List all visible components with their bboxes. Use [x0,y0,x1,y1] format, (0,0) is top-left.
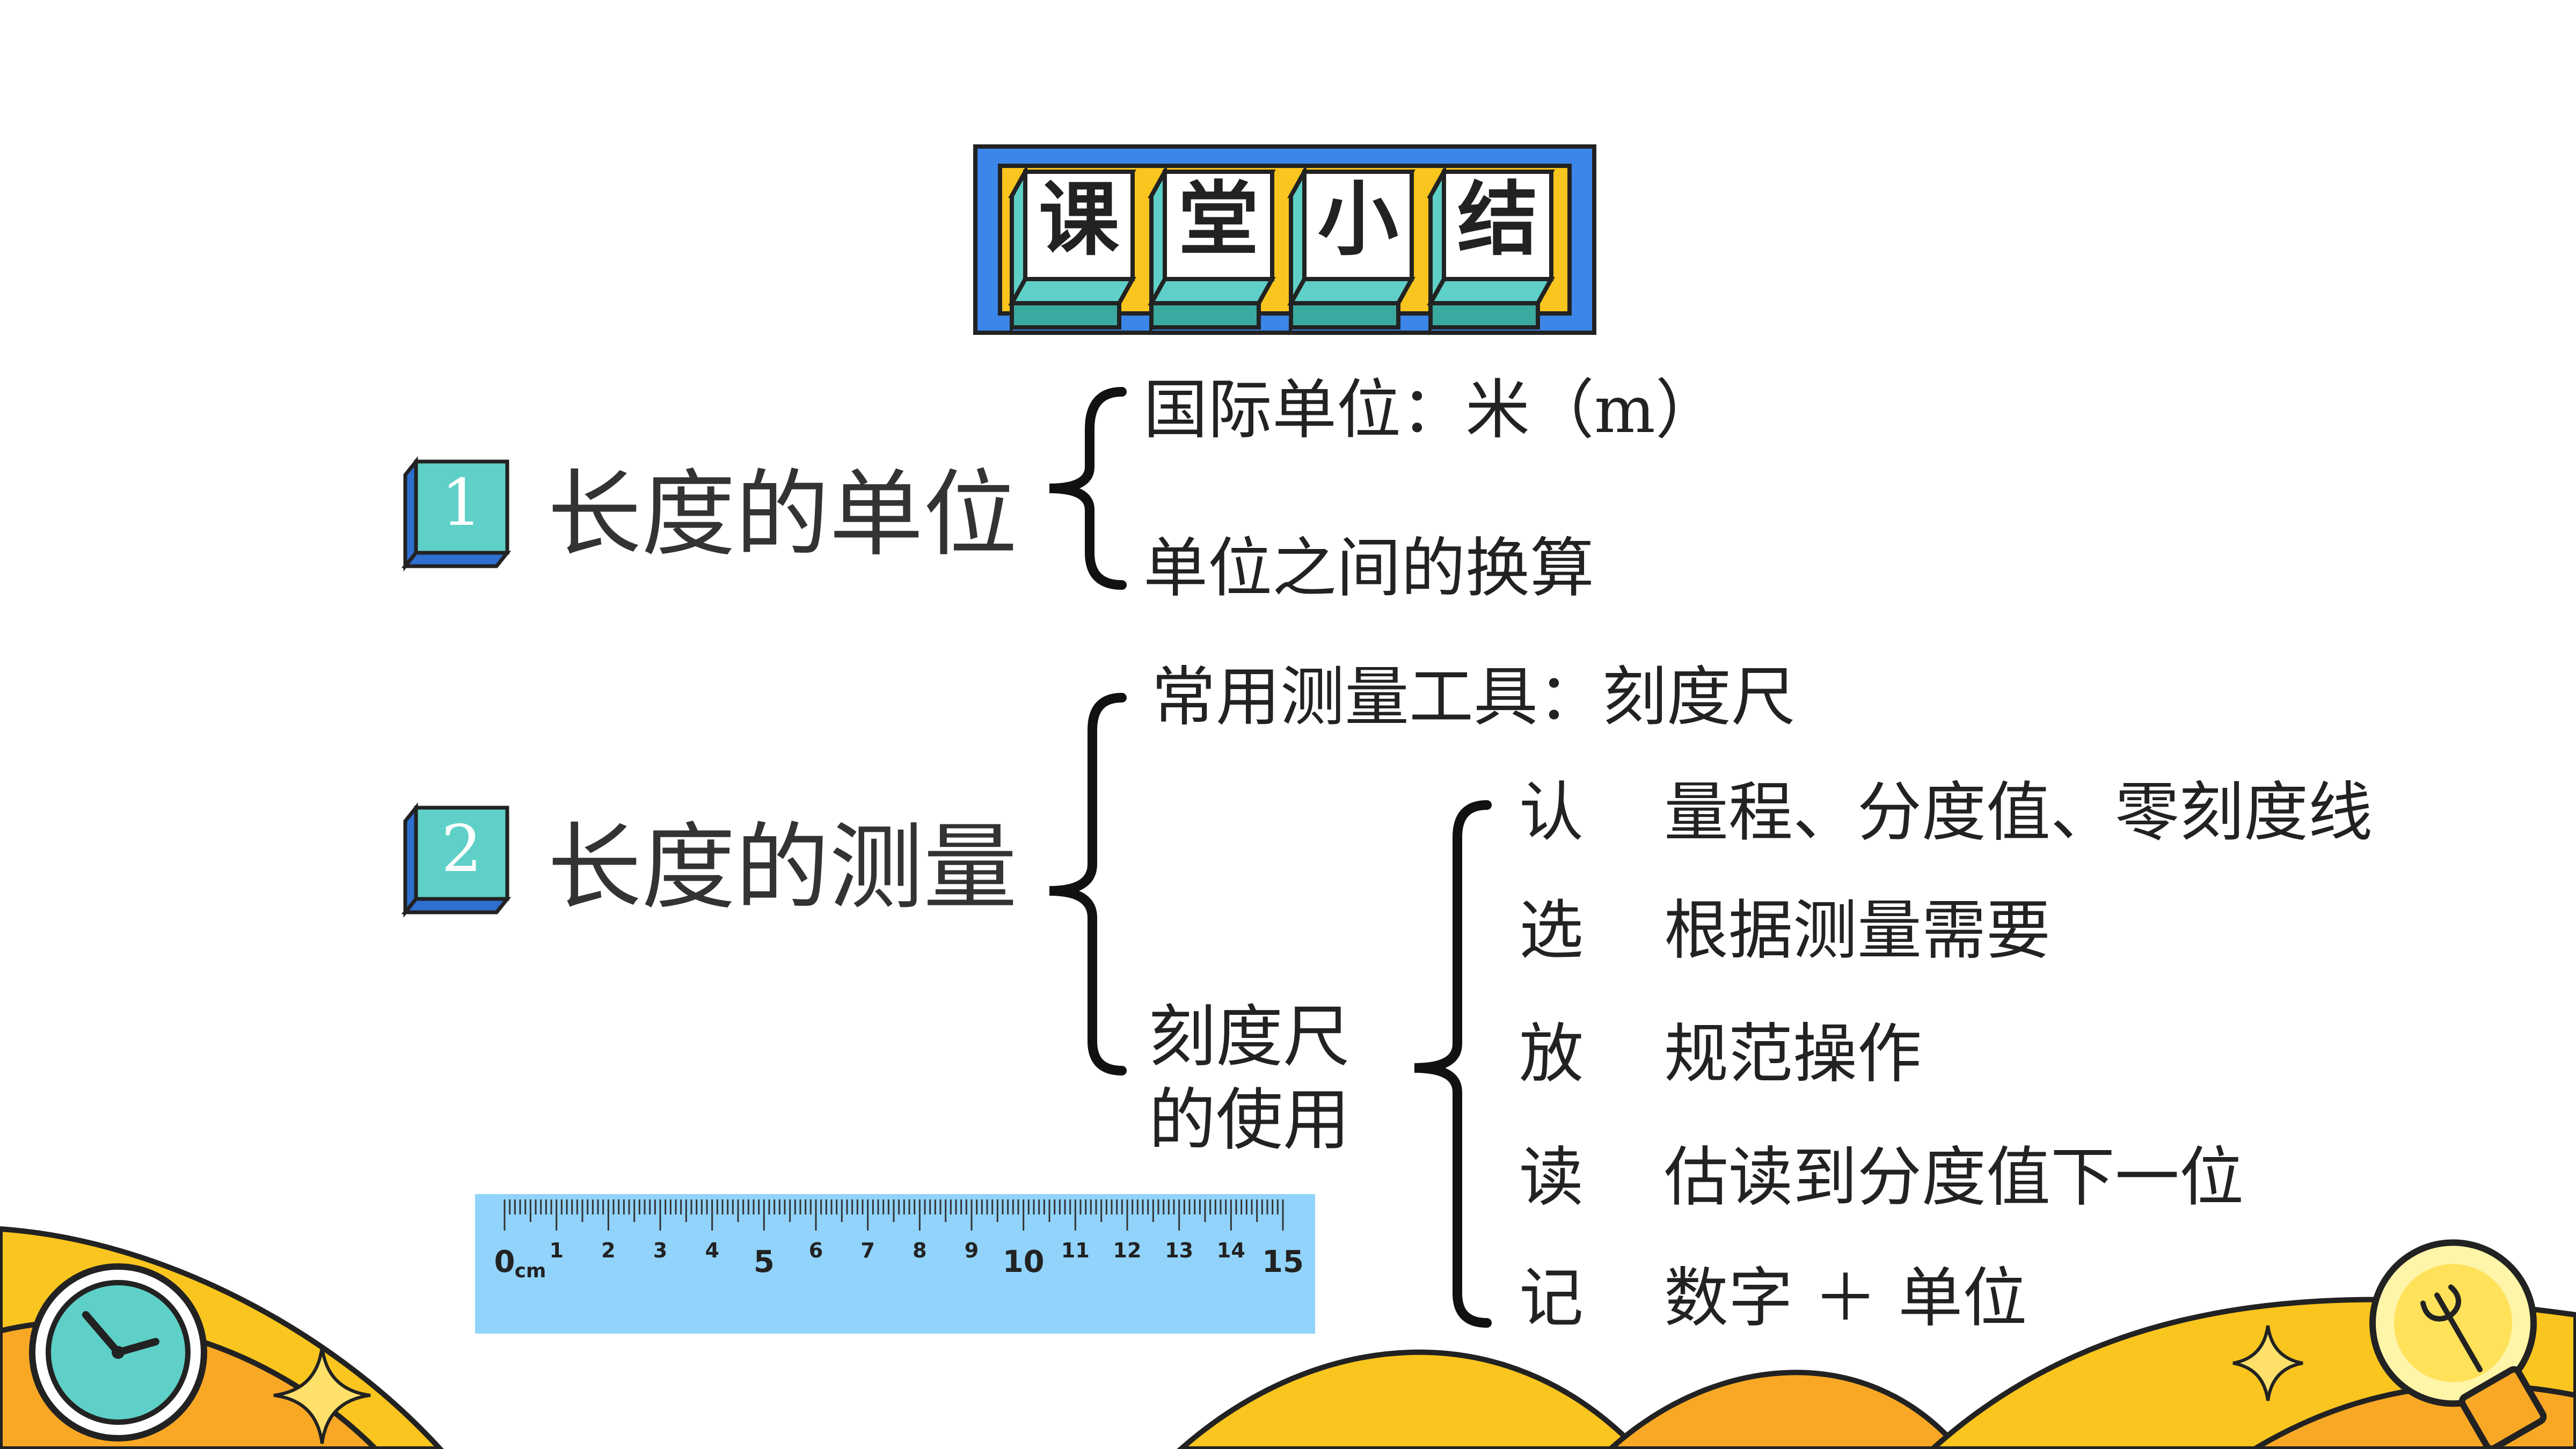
section2-tool: 常用测量工具：刻度尺 [1151,660,1796,735]
ruler-label: 0 [494,1245,515,1279]
ruler-label: 5 [754,1245,775,1279]
section2-heading: 长度的测量 [548,814,1017,923]
ruler-label: 6 [809,1239,823,1262]
lightbulb-icon [2369,1239,2547,1449]
clock-icon [29,1263,207,1441]
section1-item: 国际单位：米（m） [1143,373,1720,448]
section1-item: 单位之间的换算 [1143,531,1594,606]
ruler-usage-label: 的使用 [1149,1081,1350,1159]
ruler-label: 10 [1003,1245,1045,1279]
section2-number: 2 [441,812,483,887]
step-text: 根据测量需要 [1664,894,2050,968]
ruler-label: 1 [549,1239,563,1262]
sparkle-icon [273,1325,2303,1444]
section1-badge [401,456,512,572]
step-key: 选 [1519,894,1583,968]
ruler-label: 9 [965,1239,979,1262]
section1-number: 1 [441,466,483,540]
ruler-label: 2 [601,1239,615,1262]
step-text: 规范操作 [1664,1017,1922,1092]
step-text: 量程、分度值、零刻度线 [1664,775,2373,850]
section2-badge [401,802,512,918]
section1-heading: 长度的单位 [548,460,1017,569]
brace-section2 [1049,693,1127,1075]
ruler-label: 11 [1061,1239,1090,1262]
step-text: 数字 ＋ 单位 [1664,1261,2027,1336]
ruler-label: 15 [1262,1245,1304,1279]
step-key: 放 [1519,1017,1583,1092]
ruler-usage-label: 刻度尺 [1149,998,1350,1076]
ruler-unit: cm [515,1260,546,1282]
title-char: 课 [1039,173,1120,267]
title-char: 小 [1318,173,1399,267]
ruler-label: 4 [705,1239,719,1262]
ruler-label: 12 [1113,1239,1142,1262]
step-key: 读 [1519,1140,1583,1215]
brace-section1 [1049,387,1127,590]
step-key: 认 [1519,775,1583,850]
title-char: 堂 [1178,173,1259,267]
ruler-label: 14 [1217,1239,1245,1262]
ruler-label: 8 [913,1239,926,1262]
brace-ruler-usage [1414,800,1492,1328]
step-key: 记 [1519,1261,1583,1336]
ruler-label: 13 [1165,1239,1193,1262]
title-char: 结 [1457,173,1538,267]
ruler-label: 3 [653,1239,667,1262]
step-text: 估读到分度值下一位 [1664,1140,2244,1215]
ruler-label: 7 [860,1239,874,1262]
